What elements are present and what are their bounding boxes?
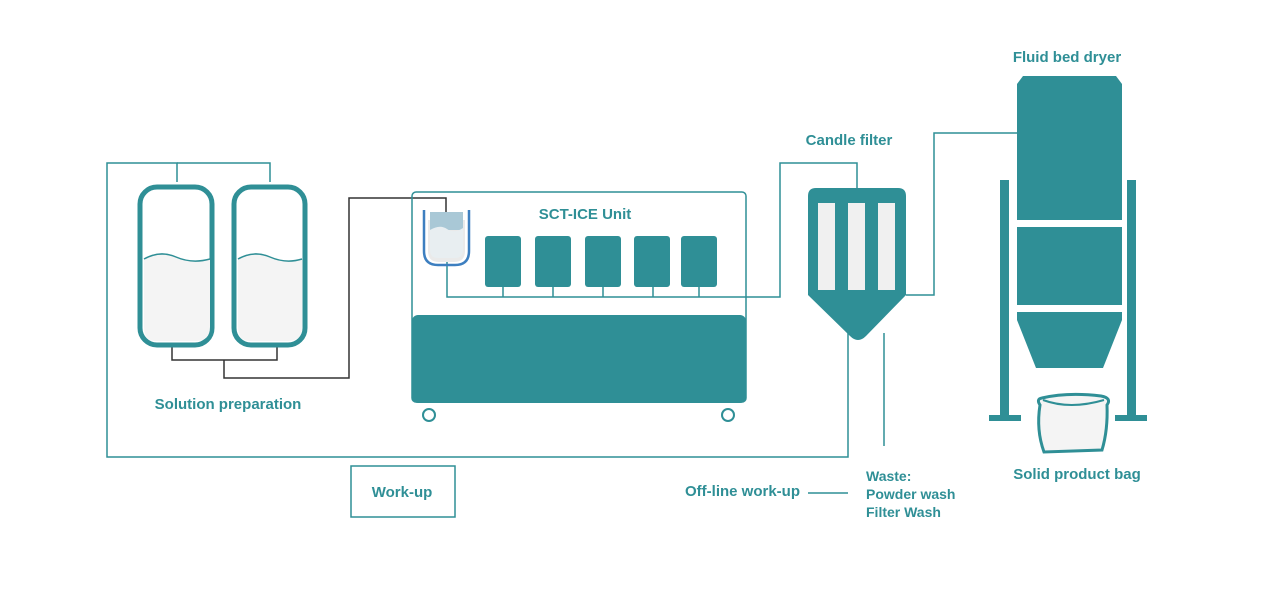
solid-product-bag-label: Solid product bag (1013, 466, 1141, 483)
work-up-box (350, 465, 456, 518)
feed-pipe (171, 197, 447, 379)
sct-ice-unit (411, 191, 747, 422)
module-5 (681, 236, 717, 287)
solution-preparation-label: Solution preparation (155, 396, 302, 413)
sct-ice-base (412, 315, 746, 403)
candle-3 (878, 203, 895, 290)
filter-to-dryer-line (906, 132, 1017, 296)
module-3 (585, 236, 621, 287)
candle-filter-label: Candle filter (806, 132, 893, 149)
module-2 (535, 236, 571, 287)
candle-filter (808, 188, 906, 340)
sct-ice-unit-label: SCT-ICE Unit (539, 206, 632, 223)
sct-outlet-line (446, 162, 858, 298)
offline-work-up-label: Off-line work-up (685, 483, 800, 500)
module-4 (634, 236, 670, 287)
work-up-loop-line (106, 162, 849, 458)
fluid-bed-dryer-label: Fluid bed dryer (1013, 49, 1122, 66)
pipe-lines (106, 132, 1017, 494)
beaker-icon (422, 210, 471, 267)
candle-2 (848, 203, 865, 290)
powder-wash-label: Powder wash (866, 486, 955, 502)
product-bag-icon (1036, 392, 1110, 454)
filter-wash-label: Filter Wash (866, 504, 941, 520)
solution-tank-1 (137, 184, 215, 348)
candle-1 (818, 203, 835, 290)
dryer-foot-right (1115, 415, 1147, 421)
solution-tank-2 (231, 184, 308, 348)
fluid-bed-dryer (989, 76, 1147, 454)
waste-label: Waste: (866, 468, 911, 484)
dryer-leg-left (1000, 180, 1009, 420)
dryer-foot-left (989, 415, 1021, 421)
dryer-leg-right (1127, 180, 1136, 420)
tank-top-manifold (177, 162, 271, 182)
work-up-label: Work-up (372, 484, 433, 501)
wheel-right (721, 408, 735, 422)
module-1 (485, 236, 521, 287)
wheel-left (422, 408, 436, 422)
